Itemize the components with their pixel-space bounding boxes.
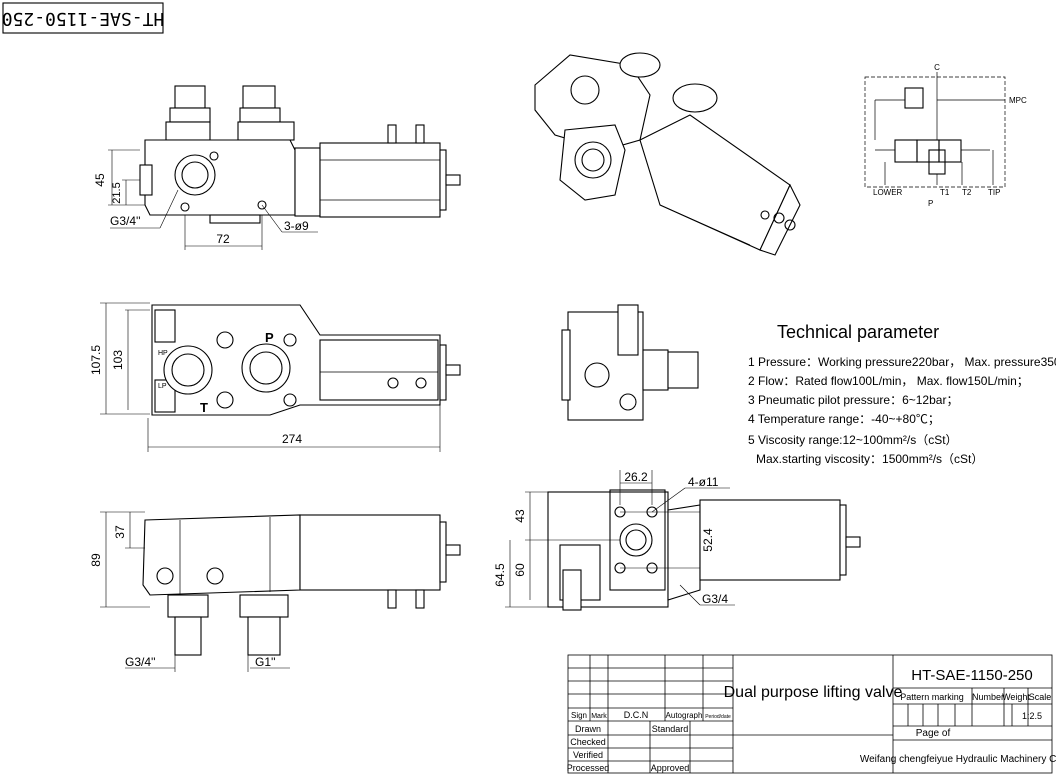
technical-parameters: Technical parameter 1 Pressure：Working p… bbox=[748, 322, 1056, 466]
dim-26-2: 26.2 bbox=[624, 470, 648, 484]
dim-g34-end: G3/4 bbox=[702, 592, 728, 606]
tech-line-5: 5 Viscosity range:12~100mm²/s（cSt） bbox=[748, 433, 958, 447]
dim-60: 60 bbox=[513, 563, 527, 577]
bottom-view: 89 37 G3/4'' G1'' bbox=[89, 511, 461, 672]
tb-approved: Approved bbox=[651, 763, 690, 773]
tb-standard: Standard bbox=[652, 724, 689, 734]
front-view: 45 21.5 72 3-ø9 G3/4'' bbox=[93, 85, 461, 250]
tb-dcn: D.C.N bbox=[624, 710, 649, 720]
schem-tip: TIP bbox=[988, 188, 1000, 197]
schem-t2: T2 bbox=[962, 188, 972, 197]
tb-pattern-marking: Pattern marking bbox=[900, 692, 964, 702]
tech-title: Technical parameter bbox=[777, 322, 939, 342]
dim-21-5: 21.5 bbox=[111, 182, 123, 203]
dim-3-holes: 3-ø9 bbox=[284, 219, 309, 233]
tech-line-3: 3 Pneumatic pilot pressure：6~12bar； bbox=[748, 393, 958, 407]
tb-period: Period/date bbox=[705, 714, 731, 720]
tech-line-4: 4 Temperature range：-40~+80℃； bbox=[748, 412, 940, 426]
dim-89: 89 bbox=[89, 553, 103, 567]
tb-code: HT-SAE-1150-250 bbox=[911, 667, 1032, 684]
title-block: Sign Mark D.C.N Autograph Period/date Dr… bbox=[567, 654, 1056, 774]
iso-view bbox=[534, 52, 801, 256]
port-t-label: T bbox=[200, 400, 208, 415]
schem-mpc: MPC bbox=[1009, 96, 1027, 105]
tech-line-1: 1 Pressure：Working pressure220bar， Max. … bbox=[748, 355, 1056, 369]
tb-number: Number bbox=[972, 692, 1004, 702]
dim-72: 72 bbox=[216, 232, 230, 246]
dim-52-4: 52.4 bbox=[701, 528, 715, 552]
dim-274: 274 bbox=[282, 432, 302, 446]
dim-g34-bottom: G3/4'' bbox=[125, 655, 156, 669]
end-view bbox=[561, 304, 699, 421]
dim-43: 43 bbox=[513, 509, 527, 523]
schem-c: C bbox=[934, 63, 940, 72]
tb-processed: Processed bbox=[567, 763, 610, 773]
dim-4-holes: 4-ø11 bbox=[688, 475, 719, 489]
dim-g1: G1'' bbox=[255, 655, 276, 669]
tb-checked: Checked bbox=[570, 737, 606, 747]
dim-port-g34: G3/4'' bbox=[110, 214, 141, 228]
tb-company: Weifang chengfeiyue Hydraulic Machinery … bbox=[860, 754, 1056, 765]
tb-drawn: Drawn bbox=[575, 724, 601, 734]
tb-page-of: Page of bbox=[916, 728, 951, 739]
dim-107-5: 107.5 bbox=[89, 345, 103, 375]
tb-sign: Sign bbox=[571, 711, 587, 720]
tech-line-6: Max.starting viscosity：1500mm²/s（cSt） bbox=[756, 452, 983, 466]
tb-autograph: Autograph bbox=[666, 711, 703, 720]
dim-37: 37 bbox=[113, 525, 127, 539]
tech-line-2: 2 Flow：Rated flow100L/min， Max. flow150L… bbox=[748, 374, 1029, 388]
port-hp-label: HP bbox=[158, 350, 168, 357]
tb-product-name: Dual purpose lifting valve bbox=[724, 684, 903, 701]
tb-scale-value: 1:2.5 bbox=[1022, 711, 1042, 721]
schem-t1: T1 bbox=[940, 188, 950, 197]
tb-mark: Mark bbox=[591, 713, 607, 720]
dim-45: 45 bbox=[93, 173, 107, 187]
tb-scale: Scale bbox=[1029, 692, 1052, 702]
dim-103: 103 bbox=[111, 350, 125, 370]
tb-weight: Weight bbox=[1002, 692, 1030, 702]
schem-lower: LOWER bbox=[873, 188, 903, 197]
port-lp-label: LP bbox=[158, 383, 167, 390]
hydraulic-schematic: C MPC LOWER P T1 T2 TIP bbox=[864, 63, 1027, 208]
schem-p: P bbox=[928, 199, 933, 208]
tb-verified: Verified bbox=[573, 750, 603, 760]
port-p-label: P bbox=[265, 330, 274, 345]
stamp-box: HT-SAE-1150-250 bbox=[2, 2, 165, 34]
stamp-text: HT-SAE-1150-250 bbox=[2, 8, 165, 29]
side-view: P T HP LP 107.5 103 274 bbox=[89, 302, 461, 452]
dim-64-5: 64.5 bbox=[493, 563, 507, 587]
port-view: 26.2 4-ø11 43 52.4 64.5 60 G3/4 bbox=[493, 470, 861, 611]
